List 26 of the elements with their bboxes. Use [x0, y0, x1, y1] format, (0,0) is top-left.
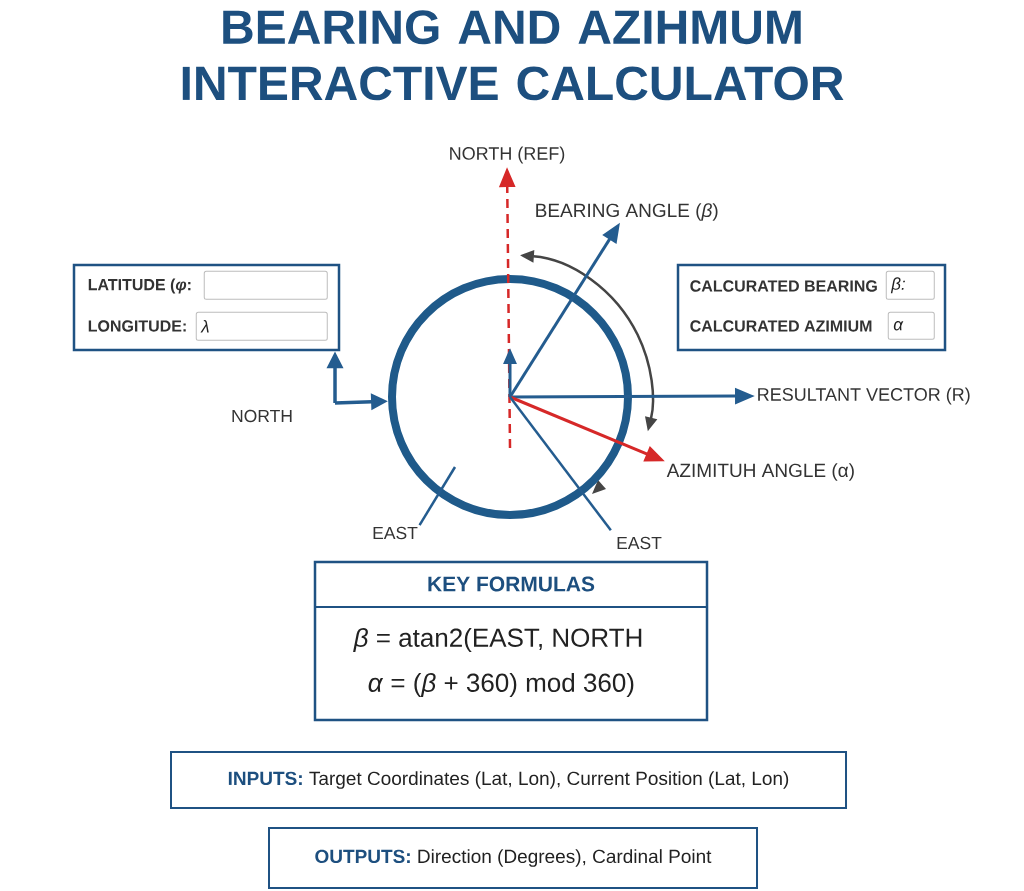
field-label: CALCURATED AZIMIUM [690, 320, 872, 332]
title: BEARING AND AZIHMUM INTERACTIVE CALCULATOR [182, 10, 844, 101]
field-label: LONGITUDE: [88, 320, 186, 332]
input-field: α [887, 311, 935, 340]
formula: α = (β + 360) mod 360) [368, 672, 634, 698]
axis-label: EAST [617, 536, 662, 550]
input-field [203, 270, 328, 300]
axis-label: NORTH [232, 409, 292, 423]
panel-heading: KEY FORMULAS [428, 576, 595, 592]
note-box: OUTPUTS: Direction (Degrees), Cardinal Point [268, 827, 758, 889]
angle-label: AZIMITUH ANGLE (α) [666, 463, 854, 481]
axis-label: EAST [373, 526, 418, 540]
axis-label: NORTH (REF) [450, 146, 565, 164]
vector-label: RESULTANT VECTOR (R) [758, 387, 970, 405]
input-field: β: [885, 270, 935, 300]
output-panel [676, 263, 947, 352]
note-box: INPUTS: Target Coordinates (Lat, Lon), Current Position (Lat, Lon) [170, 751, 847, 809]
field-label: CALCURATED BEARING [690, 280, 877, 292]
field-label: LATITUDE (φ: [88, 278, 191, 294]
tick-line [418, 466, 457, 526]
input-field: λ [195, 311, 328, 341]
compass-circle [388, 275, 632, 519]
formula-panel [313, 560, 709, 722]
input-panel [72, 263, 341, 352]
angle-label: BEARING ANGLE (β) [536, 203, 718, 221]
formula: β = atan2(EAST, NORTH [353, 627, 642, 653]
